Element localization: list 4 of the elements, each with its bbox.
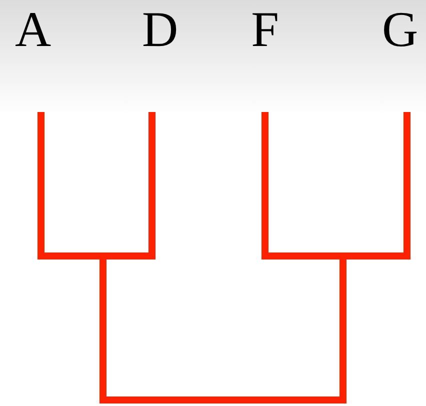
leaf-label: D xyxy=(142,4,178,54)
leaf-label: F xyxy=(251,4,279,54)
leaf-label: G xyxy=(382,4,418,54)
leaf-label: A xyxy=(14,4,52,54)
